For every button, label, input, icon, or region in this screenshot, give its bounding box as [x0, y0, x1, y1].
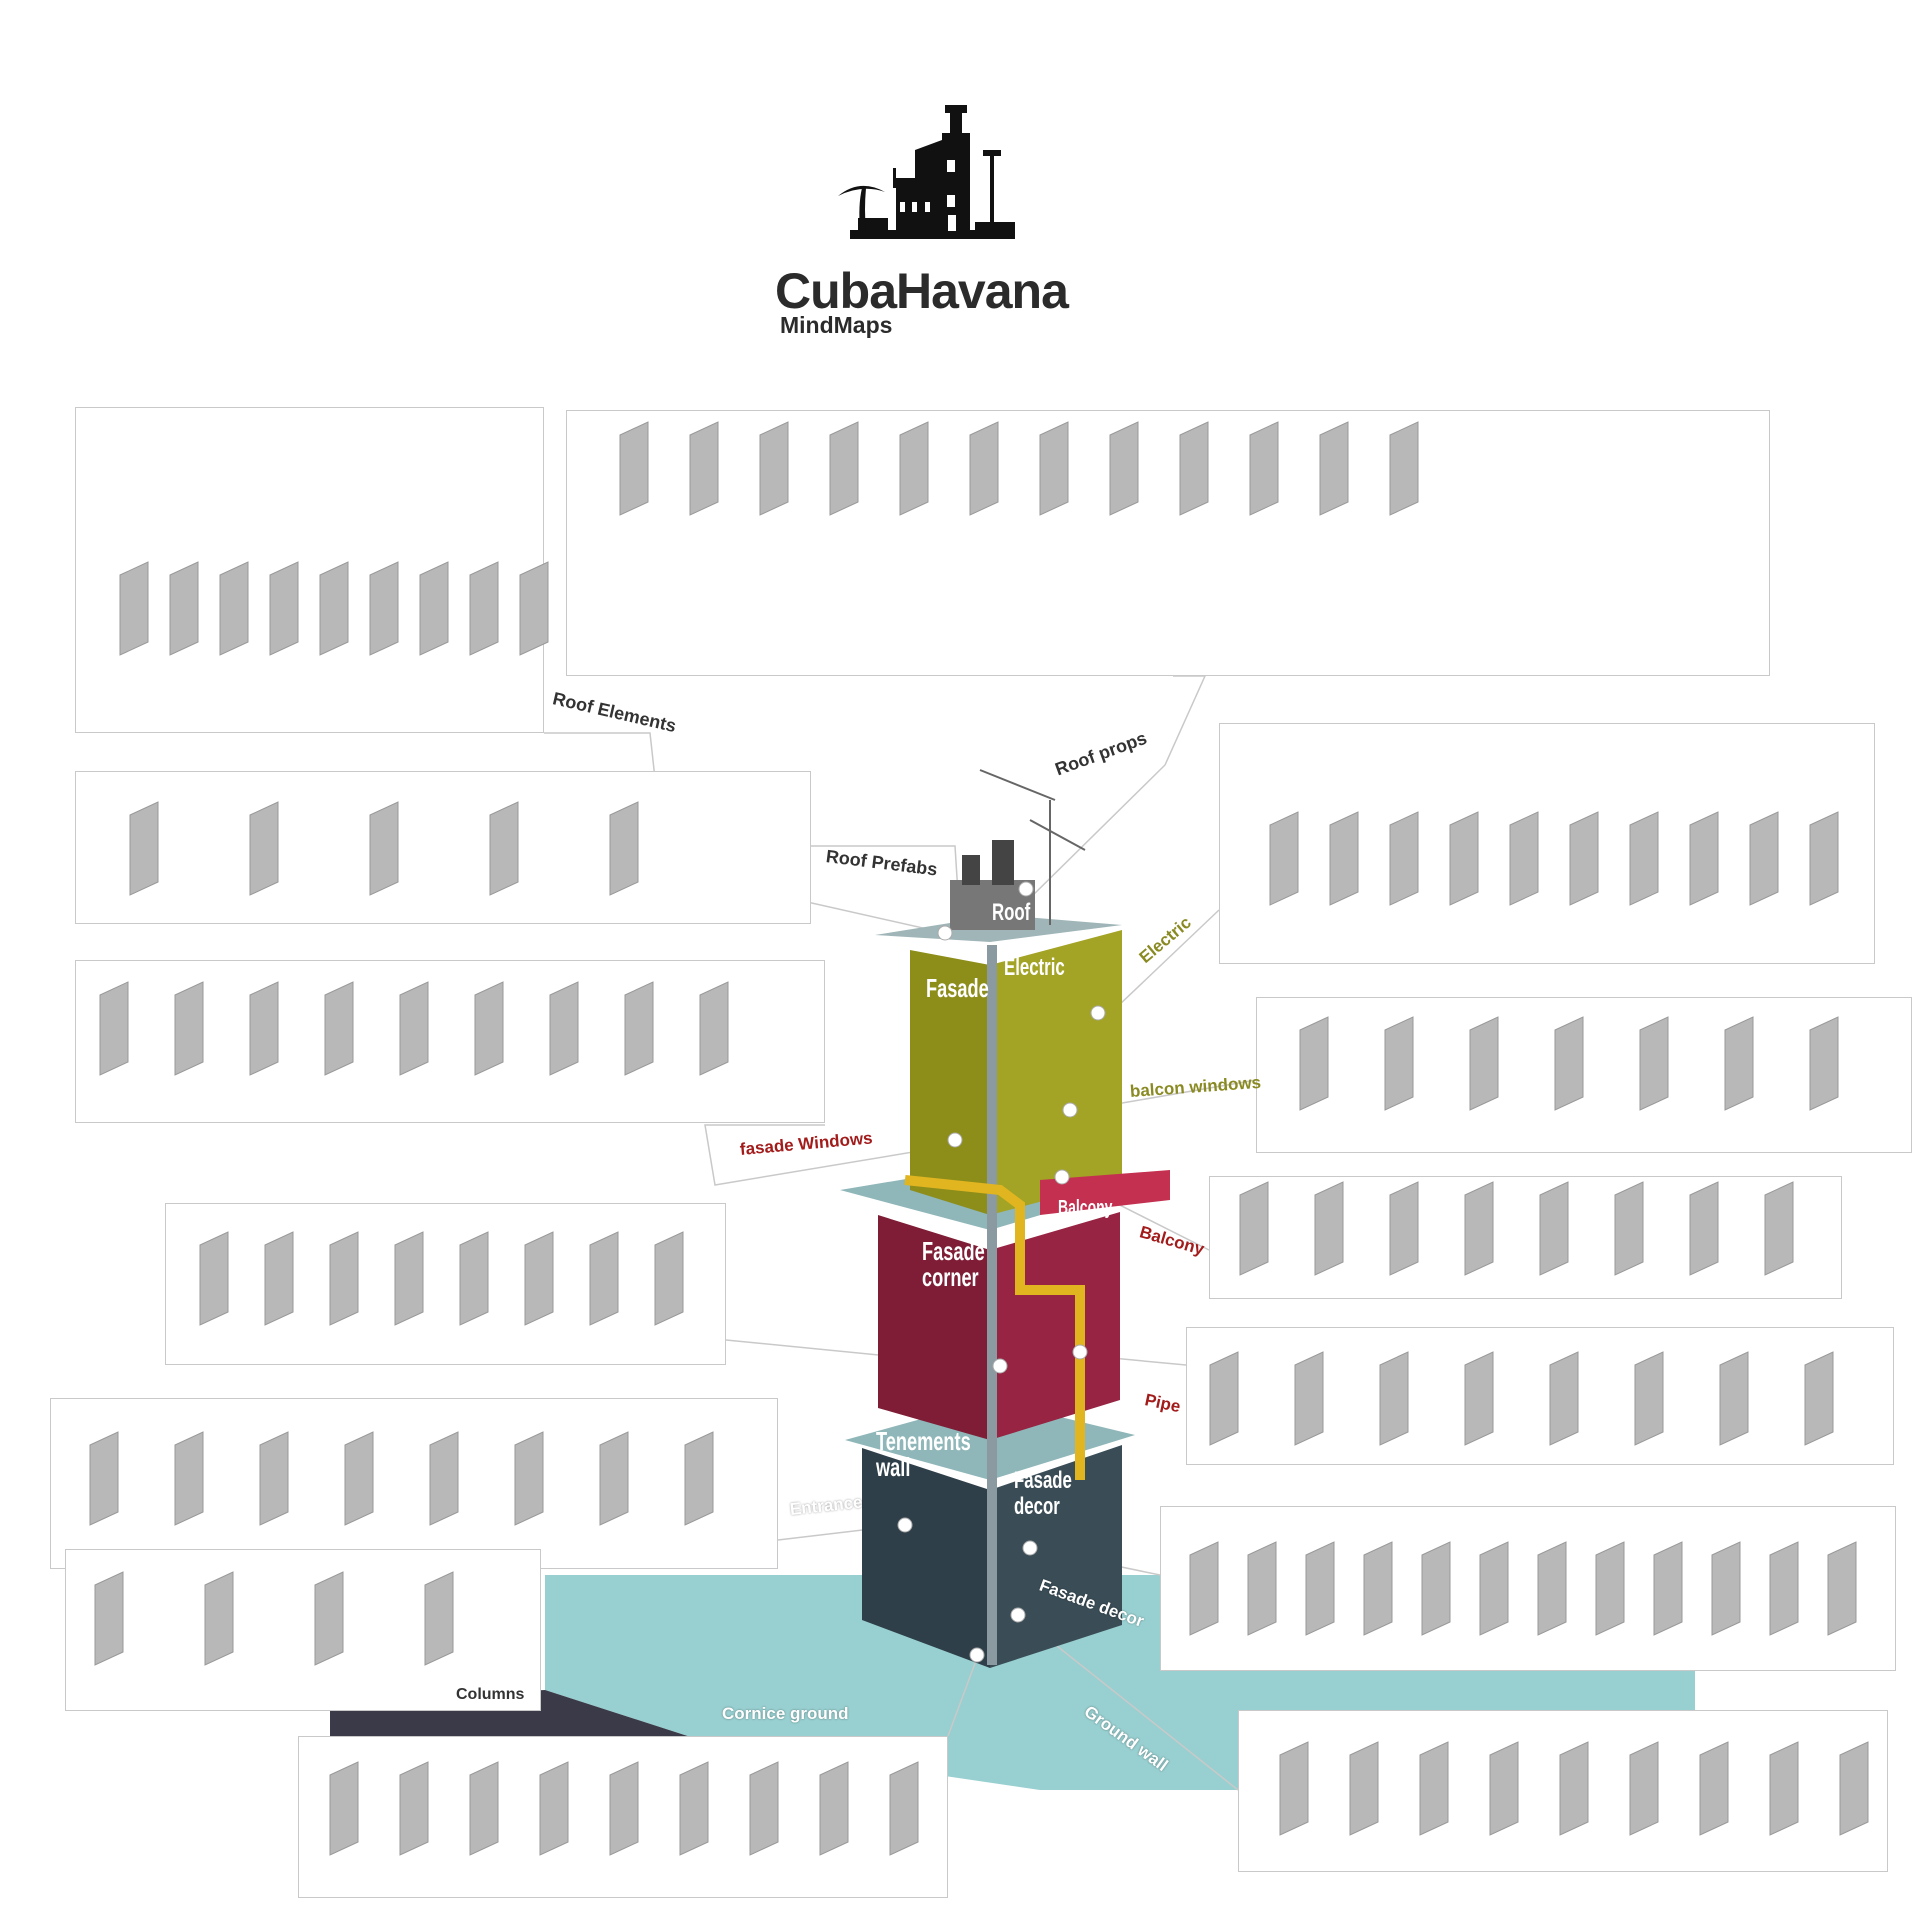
top-floor-right [990, 930, 1122, 1215]
panel-balcony[interactable] [1209, 1176, 1842, 1299]
label-columns: Columns [456, 1686, 525, 1703]
middle-floor-left [878, 1215, 990, 1440]
top-floor-left [910, 950, 990, 1215]
panel-fasade-corner[interactable] [165, 1203, 726, 1365]
pipe [904, 1175, 1085, 1480]
panel-columns[interactable] [65, 1549, 541, 1711]
fasade-corner-line-1: Fasade [922, 1236, 985, 1266]
building-label-fasade-corner: Fasade corner [922, 1238, 985, 1290]
building-label-electric: Electric [1004, 954, 1065, 981]
panel-fasade-decor[interactable] [1160, 1506, 1896, 1671]
panel-pipe[interactable] [1186, 1327, 1894, 1465]
tenements-line-2: wall [876, 1452, 911, 1482]
panel-entrance[interactable] [50, 1398, 778, 1569]
building-label-fasade: Fasade [926, 973, 989, 1003]
building-label-fasade-decor: Fasade decor [1014, 1468, 1072, 1520]
app-title: CubaHavana [775, 263, 1069, 319]
panel-ground-wall[interactable] [1238, 1710, 1888, 1872]
panel-electric[interactable] [1219, 723, 1875, 964]
panel-cornice-ground[interactable] [298, 1736, 948, 1898]
balcony [1040, 1170, 1170, 1215]
building-label-roof: Roof [992, 899, 1031, 926]
panel-balcon-windows[interactable] [1256, 997, 1912, 1153]
ground-floor-left [862, 1448, 990, 1668]
panel-fasade-windows[interactable] [75, 960, 825, 1123]
fasade-decor-line-2: decor [1014, 1493, 1060, 1520]
tenements-line-1: Tenements [876, 1426, 971, 1456]
fasade-decor-line-1: Fasade [1014, 1467, 1072, 1494]
panel-roof-elements[interactable] [75, 407, 544, 733]
middle-floor-right [990, 1212, 1120, 1440]
panel-roof-prefabs[interactable] [75, 771, 811, 924]
building-label-tenements-wall: Tenements wall [876, 1428, 971, 1480]
app-subtitle: MindMaps [780, 312, 893, 338]
label-cornice-ground: Cornice ground [722, 1704, 849, 1723]
panel-roof-props[interactable] [566, 410, 1770, 676]
building-label-balcony: Balcony [1058, 1197, 1113, 1219]
fasade-corner-line-2: corner [922, 1262, 979, 1292]
